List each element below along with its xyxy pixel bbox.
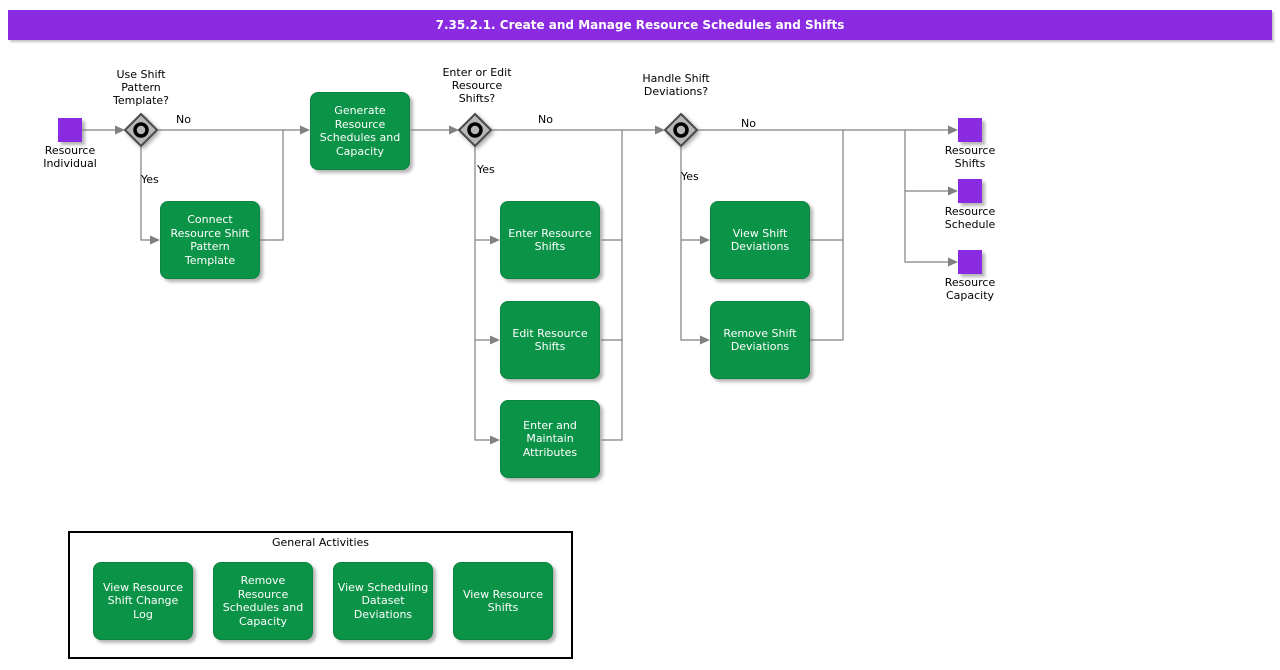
gateway-handle-deviations xyxy=(663,112,699,148)
gateway-question-use-shift-pattern: Use Shift Pattern Template? xyxy=(112,68,170,107)
end-event-resource-schedule xyxy=(958,179,982,203)
activity-remove-shift-deviations[interactable]: Remove Shift Deviations xyxy=(710,301,810,379)
gateway-question-enter-or-edit: Enter or Edit Resource Shifts? xyxy=(442,66,512,105)
activity-enter-maintain-attributes[interactable]: Enter and Maintain Attributes xyxy=(500,400,600,478)
connectors xyxy=(82,129,948,441)
end-event-resource-shifts-label: Resource Shifts xyxy=(944,144,996,170)
activity-remove-resource-schedules[interactable]: Remove Resource Schedules and Capacity xyxy=(213,562,313,640)
end-event-resource-capacity-label: Resource Capacity xyxy=(944,276,996,302)
edge-label-no-1: No xyxy=(176,113,191,126)
general-activities-panel: General Activities View Resource Shift C… xyxy=(68,531,573,659)
start-event-resource-individual xyxy=(58,118,82,142)
activity-generate-resource-schedules[interactable]: Generate Resource Schedules and Capacity xyxy=(310,92,410,170)
end-event-resource-capacity xyxy=(958,250,982,274)
activity-view-shift-deviations[interactable]: View Shift Deviations xyxy=(710,201,810,279)
start-event-label: Resource Individual xyxy=(43,144,97,170)
edge-label-yes-2: Yes xyxy=(477,163,495,176)
activity-view-resource-shift-change-log[interactable]: View Resource Shift Change Log xyxy=(93,562,193,640)
gateway-question-handle-deviations: Handle Shift Deviations? xyxy=(642,72,710,98)
gateway-use-shift-pattern xyxy=(123,112,159,148)
activity-edit-resource-shifts[interactable]: Edit Resource Shifts xyxy=(500,301,600,379)
activity-view-resource-shifts[interactable]: View Resource Shifts xyxy=(453,562,553,640)
end-event-resource-shifts xyxy=(958,118,982,142)
activity-enter-resource-shifts[interactable]: Enter Resource Shifts xyxy=(500,201,600,279)
activity-connect-shift-pattern-template[interactable]: Connect Resource Shift Pattern Template xyxy=(160,201,260,279)
edge-label-no-3: No xyxy=(741,117,756,130)
general-activities-title: General Activities xyxy=(271,536,370,549)
diagram-title-bar: 7.35.2.1. Create and Manage Resource Sch… xyxy=(8,10,1272,40)
edge-label-no-2: No xyxy=(538,113,553,126)
diagram-title: 7.35.2.1. Create and Manage Resource Sch… xyxy=(435,18,845,32)
edge-label-yes-3: Yes xyxy=(681,170,699,183)
gateway-enter-or-edit xyxy=(457,112,493,148)
end-event-resource-schedule-label: Resource Schedule xyxy=(944,205,996,231)
edge-label-yes-1: Yes xyxy=(141,173,159,186)
arrowheads xyxy=(115,125,958,445)
activity-view-scheduling-dataset-deviations[interactable]: View Scheduling Dataset Deviations xyxy=(333,562,433,640)
